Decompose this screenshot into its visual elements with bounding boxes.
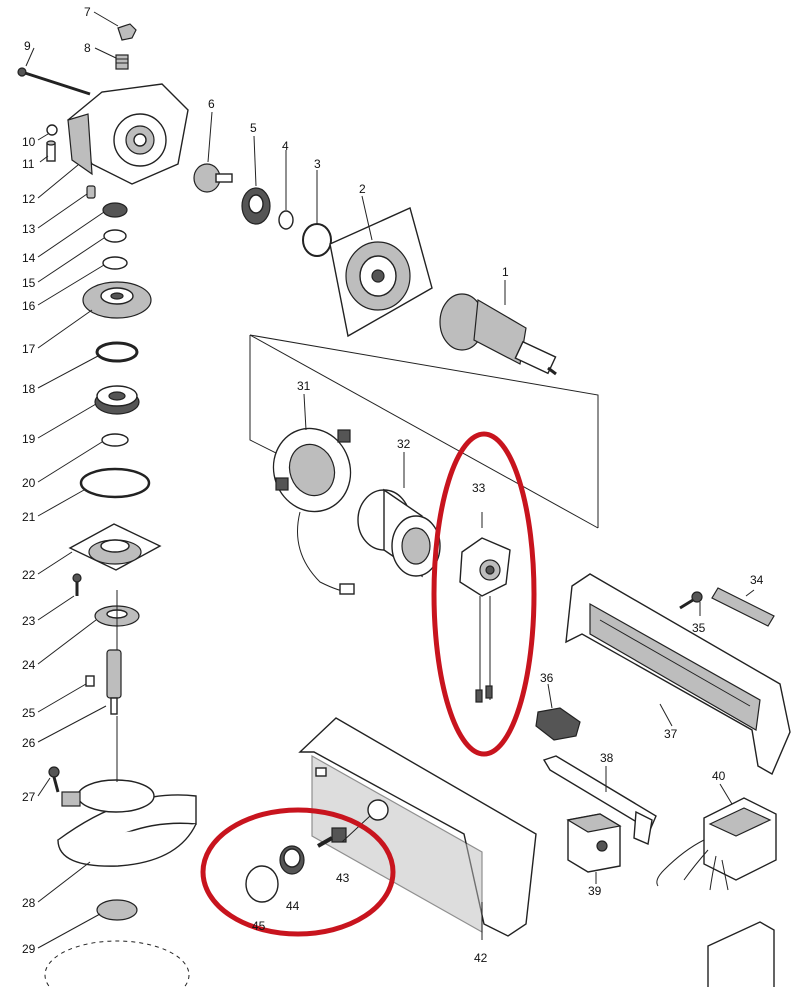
label-23: 23 <box>22 614 36 628</box>
drive-train-leaders <box>207 111 506 305</box>
label-25: 25 <box>22 706 36 720</box>
right-leaders <box>547 589 755 884</box>
part-10-ring <box>46 124 58 136</box>
label-6: 6 <box>208 97 215 111</box>
label-28: 28 <box>22 896 36 910</box>
part-18-retaining-ring <box>95 341 139 363</box>
label-12: 12 <box>22 192 36 206</box>
label-43: 43 <box>336 871 350 885</box>
part-7-clip <box>117 23 137 41</box>
part-26-spindle <box>106 649 122 715</box>
label-24: 24 <box>22 658 36 672</box>
label-42: 42 <box>474 951 488 965</box>
label-45: 45 <box>252 919 266 933</box>
drive-train-parts <box>193 111 557 376</box>
label-17: 17 <box>22 342 36 356</box>
part-number-labels: 7 8 9 10 11 12 13 14 15 16 17 18 19 20 2… <box>22 5 764 965</box>
part-9-screw <box>17 67 91 96</box>
part-16-washer <box>102 256 128 270</box>
motor-leaders <box>303 393 483 528</box>
part-32-stator <box>357 488 441 578</box>
motor-assembly-group <box>249 334 599 703</box>
left-column-parts <box>17 11 197 987</box>
part-4-ring <box>278 210 294 230</box>
label-20: 20 <box>22 476 36 490</box>
label-19: 19 <box>22 432 36 446</box>
part-31-sensor-ring <box>272 427 355 595</box>
part-11-pin <box>46 140 56 162</box>
part-20-washer <box>101 433 129 447</box>
label-15: 15 <box>22 276 36 290</box>
part-23-screw <box>72 573 82 596</box>
label-36: 36 <box>540 671 554 685</box>
highlight-parts-43-45 <box>200 807 396 937</box>
label-2: 2 <box>359 182 366 196</box>
label-13: 13 <box>22 222 36 236</box>
part-43-screw <box>317 827 347 848</box>
left-leaders <box>25 11 119 949</box>
part-8-spring <box>115 54 129 70</box>
part-12-gear-housing <box>67 83 189 185</box>
part-39-switch-block <box>566 813 622 873</box>
part-17-bevel-gear <box>82 281 152 319</box>
wheel-outline <box>44 940 190 987</box>
label-7: 7 <box>84 5 91 19</box>
label-11: 11 <box>22 157 35 171</box>
label-32: 32 <box>397 437 411 451</box>
part-21-o-ring <box>79 467 151 499</box>
label-8: 8 <box>84 41 91 55</box>
part-1-armature <box>439 293 557 376</box>
label-5: 5 <box>250 121 257 135</box>
label-37: 37 <box>664 727 678 741</box>
label-26: 26 <box>22 736 36 750</box>
label-22: 22 <box>22 568 36 582</box>
label-27: 27 <box>22 790 36 804</box>
part-42-housing-half <box>298 717 537 937</box>
part-34-label <box>711 587 775 627</box>
label-31: 31 <box>297 379 311 393</box>
label-14: 14 <box>22 251 36 265</box>
part-44-ring <box>279 845 305 875</box>
part-5-bearing <box>241 187 271 225</box>
part-40-controller <box>656 797 777 891</box>
part-19-bearing <box>94 385 140 415</box>
part-15-lock-ring <box>103 229 127 243</box>
highlight-part-33 <box>431 431 537 757</box>
part-45-cap <box>245 865 279 903</box>
part-13-pin <box>86 185 96 199</box>
part-27-bolt <box>48 766 60 793</box>
label-40: 40 <box>712 769 726 783</box>
label-10: 10 <box>22 135 36 149</box>
label-16: 16 <box>22 299 36 313</box>
bottom-right-part <box>707 921 775 987</box>
part-33-switch-unit <box>459 537 511 703</box>
label-38: 38 <box>600 751 614 765</box>
label-4: 4 <box>282 139 289 153</box>
part-38-lever <box>542 755 657 845</box>
part-37-housing-half <box>565 573 791 775</box>
part-6-pinion <box>193 163 233 193</box>
part-22-bearing-box <box>68 523 162 571</box>
part-35-screw <box>679 591 703 610</box>
label-44: 44 <box>286 899 300 913</box>
part-29-inner-flange <box>96 899 138 921</box>
part-36-switch-button <box>535 707 581 741</box>
label-9: 9 <box>24 39 31 53</box>
label-18: 18 <box>22 382 36 396</box>
part-2-bearing-box <box>329 207 433 338</box>
label-39: 39 <box>588 884 602 898</box>
label-1: 1 <box>502 265 509 279</box>
label-3: 3 <box>314 157 321 171</box>
part-3-o-ring <box>302 223 332 257</box>
part-25-key <box>85 675 95 687</box>
label-35: 35 <box>692 621 706 635</box>
label-29: 29 <box>22 942 36 956</box>
right-housing-parts <box>535 573 791 987</box>
label-33: 33 <box>472 481 486 495</box>
part-28-wheel-guard <box>56 779 197 867</box>
label-34: 34 <box>750 573 764 587</box>
part-14-nut <box>102 202 128 218</box>
label-21: 21 <box>22 510 36 524</box>
